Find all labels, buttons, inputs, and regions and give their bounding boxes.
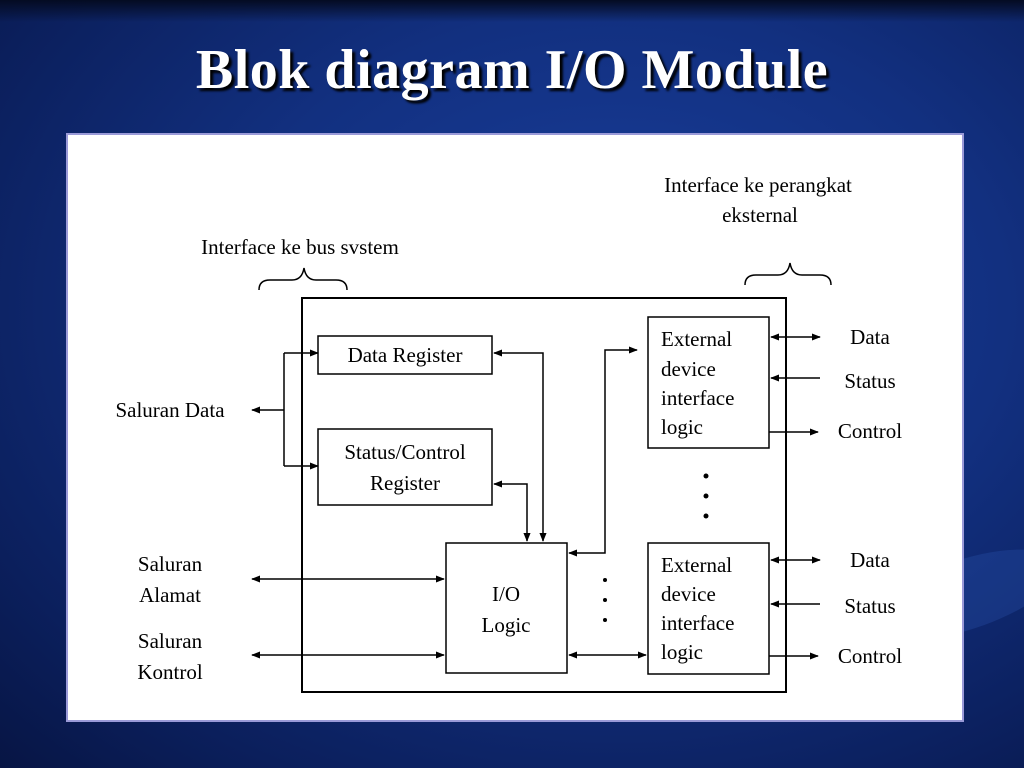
external-device-logic-2-line3: interface	[661, 611, 734, 635]
external-device-logic-1-box	[647, 316, 770, 449]
io-logic-label-line2: Logic	[482, 613, 531, 637]
saluran-kontrol-label-line2: Kontrol	[137, 660, 202, 684]
io-logic-to-external-device-1	[568, 346, 638, 557]
ext2-data-label: Data	[850, 548, 890, 572]
external-device-logic-2-box	[647, 542, 770, 675]
top-band	[0, 0, 1024, 22]
external-device-logic-2-line2: device	[661, 582, 716, 606]
ellipsis-dot-5	[603, 598, 607, 602]
saluran-kontrol-label-line1: Saluran	[138, 629, 203, 653]
external-device-logic-2-line1: External	[661, 553, 732, 577]
external-device-logic-1-line3: interface	[661, 386, 734, 410]
external-interface-label-line1: Interface ke perangkat	[664, 173, 852, 197]
external-device-logic-1-line2: device	[661, 357, 716, 381]
external-device-logic-2-line4: logic	[661, 640, 703, 664]
external-device-logic-1-line1: External	[661, 327, 732, 351]
ext2-status-label: Status	[844, 594, 895, 618]
status-register-to-io-logic	[493, 480, 531, 542]
ellipsis-dot-4	[603, 578, 607, 582]
external-device-logic-1-line4: logic	[661, 415, 703, 439]
ellipsis-dot-6	[603, 618, 607, 622]
saluran-alamat-label-line1: Saluran	[138, 552, 203, 576]
saluran-data-label: Saluran Data	[115, 398, 225, 422]
ext1-control-label: Control	[838, 419, 902, 443]
ellipsis-dot-2	[703, 493, 709, 499]
external-interface-brace	[744, 262, 832, 286]
bus-interface-label: Interface ke bus svstem	[201, 235, 399, 259]
status-control-register-label-line2: Register	[370, 471, 440, 495]
ellipsis-dot-3	[703, 513, 709, 519]
ext2-control-label: Control	[838, 644, 902, 668]
io-logic-box	[445, 542, 568, 674]
io-logic-label-line1: I/O	[492, 582, 520, 606]
data-register-label: Data Register	[348, 343, 463, 367]
ext1-status-label: Status	[844, 369, 895, 393]
data-register-to-io-logic	[493, 349, 547, 542]
external-interface-label-line2: eksternal	[722, 203, 798, 227]
io-module-outline	[301, 297, 787, 693]
bus-interface-brace	[258, 267, 348, 291]
status-control-register-label-line1: Status/Control	[344, 440, 466, 464]
status-control-register-box	[317, 428, 493, 506]
saluran-alamat-label-line2: Alamat	[139, 583, 201, 607]
ext1-data-label: Data	[850, 325, 890, 349]
ellipsis-dot-1	[703, 473, 709, 479]
slide-title: Blok diagram I/O Module	[195, 39, 829, 101]
